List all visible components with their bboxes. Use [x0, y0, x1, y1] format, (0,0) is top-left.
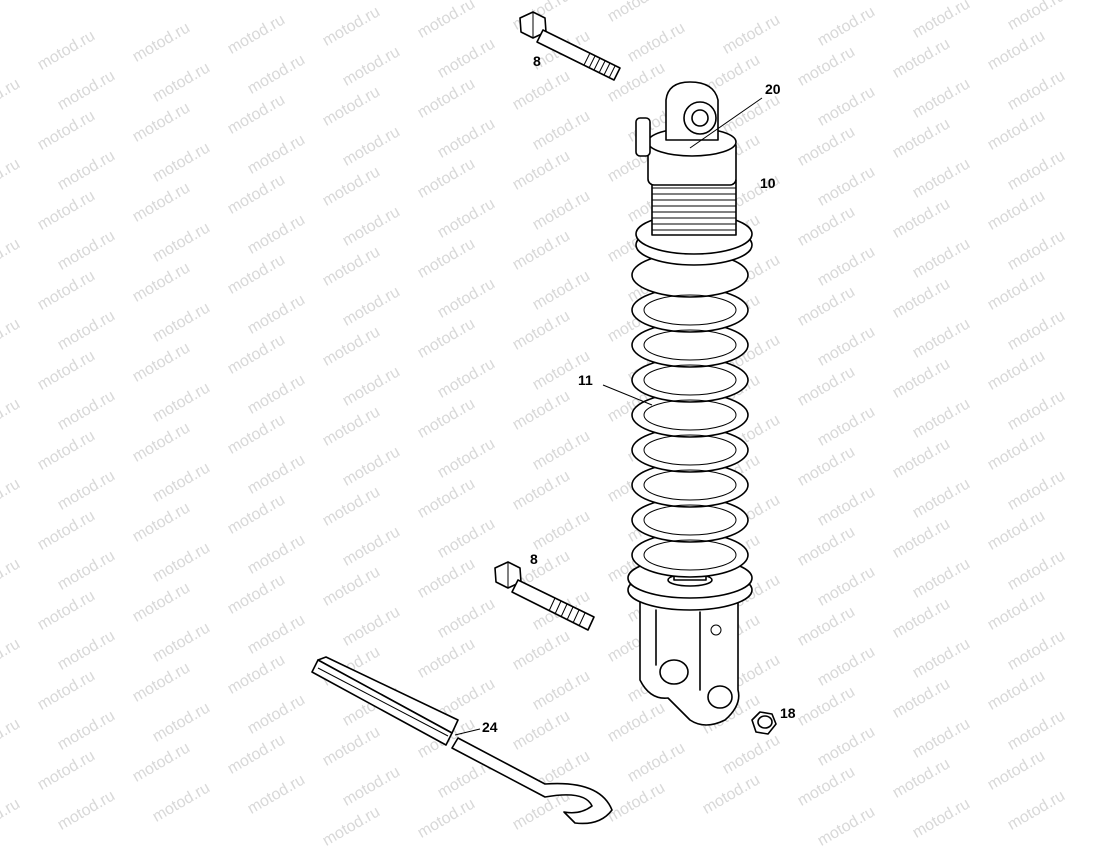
- callout-wrench: 24: [482, 719, 498, 735]
- callout-bolt-bottom: 8: [530, 551, 538, 567]
- callout-top-eye: 20: [765, 81, 781, 97]
- callout-shock-body: 10: [760, 175, 776, 191]
- shock-absorber: [627, 81, 753, 726]
- bolt-bottom: [494, 561, 595, 631]
- spanner-wrench: [311, 656, 613, 825]
- coil-spring: [631, 252, 749, 578]
- leader-lines: [454, 97, 763, 736]
- bolt-top: [519, 11, 621, 81]
- bushing: [751, 711, 777, 735]
- callout-bushing: 18: [780, 705, 796, 721]
- callout-bolt-top: 8: [533, 53, 541, 69]
- callout-spring: 11: [578, 372, 593, 388]
